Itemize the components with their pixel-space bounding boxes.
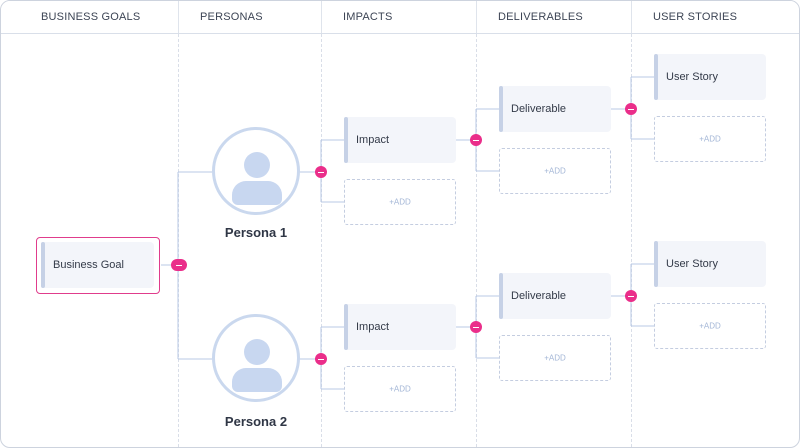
- user-story-label: User Story: [666, 258, 718, 270]
- user-story-card-1[interactable]: User Story: [654, 54, 766, 100]
- column-header-row: BUSINESS GOALS PERSONAS IMPACTS DELIVERA…: [1, 1, 799, 34]
- persona-1-avatar[interactable]: [212, 127, 300, 215]
- add-impact-button[interactable]: +ADD: [344, 179, 456, 225]
- column-guide-line: [321, 34, 322, 447]
- add-label: +ADD: [544, 166, 566, 176]
- add-deliverable-button[interactable]: +ADD: [499, 148, 611, 194]
- column-divider: [631, 1, 632, 33]
- impact-card-2[interactable]: Impact: [344, 304, 456, 350]
- impact-label: Impact: [356, 321, 390, 333]
- collapse-toggle-impact-2[interactable]: [470, 321, 482, 333]
- card-accent-bar: [344, 117, 348, 163]
- business-goal-label: Business Goal: [53, 259, 124, 271]
- impact-label: Impact: [356, 134, 390, 146]
- add-label: +ADD: [699, 321, 721, 331]
- person-icon-body: [232, 368, 282, 392]
- column-title-user-stories: USER STORIES: [653, 11, 738, 23]
- column-guide-line: [476, 34, 477, 447]
- deliverable-card-2[interactable]: Deliverable: [499, 273, 611, 319]
- impact-card-1[interactable]: Impact: [344, 117, 456, 163]
- column-guide-line: [631, 34, 632, 447]
- card-accent-bar: [654, 241, 658, 287]
- add-label: +ADD: [389, 197, 411, 207]
- card-accent-bar: [654, 54, 658, 100]
- column-divider: [476, 1, 477, 33]
- column-title-deliverables: DELIVERABLES: [498, 11, 583, 23]
- add-user-story-button[interactable]: +ADD: [654, 303, 766, 349]
- add-label: +ADD: [389, 384, 411, 394]
- collapse-toggle-persona-1[interactable]: [315, 166, 327, 178]
- column-title-personas: PERSONAS: [200, 11, 263, 23]
- user-story-label: User Story: [666, 71, 718, 83]
- collapse-toggle-deliverable-1[interactable]: [625, 103, 637, 115]
- add-user-story-button[interactable]: +ADD: [654, 116, 766, 162]
- person-icon-body: [232, 181, 282, 205]
- person-icon: [244, 339, 270, 365]
- deliverable-label: Deliverable: [511, 103, 567, 115]
- card-accent-bar: [499, 86, 503, 132]
- collapse-toggle-deliverable-2[interactable]: [625, 290, 637, 302]
- persona-2-name: Persona 2: [224, 414, 288, 429]
- card-accent-bar: [499, 273, 503, 319]
- business-goal-node[interactable]: Business Goal: [36, 237, 160, 294]
- persona-1-name: Persona 1: [224, 225, 288, 240]
- column-divider: [178, 1, 179, 33]
- add-impact-button[interactable]: +ADD: [344, 366, 456, 412]
- collapse-toggle-goal[interactable]: [171, 259, 187, 271]
- column-divider: [321, 1, 322, 33]
- add-deliverable-button[interactable]: +ADD: [499, 335, 611, 381]
- user-story-card-2[interactable]: User Story: [654, 241, 766, 287]
- column-title-impacts: IMPACTS: [343, 11, 393, 23]
- deliverable-label: Deliverable: [511, 290, 567, 302]
- column-title-business-goals: BUSINESS GOALS: [41, 11, 141, 23]
- persona-2-avatar[interactable]: [212, 314, 300, 402]
- person-icon: [244, 152, 270, 178]
- collapse-toggle-impact-1[interactable]: [470, 134, 482, 146]
- add-label: +ADD: [544, 353, 566, 363]
- collapse-toggle-persona-2[interactable]: [315, 353, 327, 365]
- add-label: +ADD: [699, 134, 721, 144]
- deliverable-card-1[interactable]: Deliverable: [499, 86, 611, 132]
- card-accent-bar: [41, 242, 45, 288]
- business-goal-card: Business Goal: [41, 242, 154, 288]
- card-accent-bar: [344, 304, 348, 350]
